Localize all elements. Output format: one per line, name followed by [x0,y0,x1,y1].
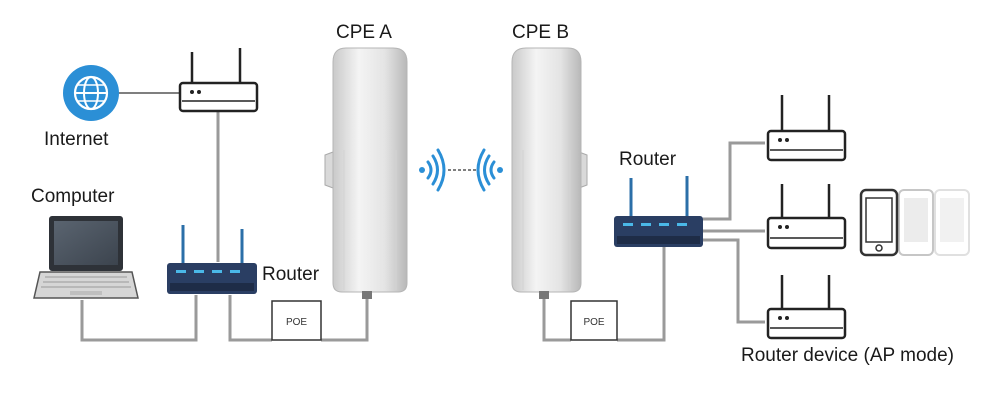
router-right-label: Router [619,149,677,170]
cpe-b-poe-cable [542,292,571,342]
internet-label: Internet [44,129,109,150]
wifi-signal-right-icon [476,148,503,192]
globe-icon [63,65,119,121]
cables [80,92,765,342]
router-devices-label: Router device (AP mode) [741,345,954,366]
computer-label: Computer [31,186,115,207]
cpe-a-device [324,47,408,299]
ap-cable-1 [703,141,765,221]
ap-router-icon [766,95,847,162]
internet-router-icon [178,48,259,113]
cpe-b-label: CPE B [512,22,570,43]
wifi-signal-left-icon [419,148,446,192]
router-left-label: Router [262,264,320,285]
ap-router-icon [766,275,847,340]
smartphone-icon [898,189,934,256]
smartphone-icon [859,188,899,257]
computer-cable [80,295,198,342]
switch-right-icon [614,176,703,247]
smartphone-icon [934,189,970,256]
switch-poe-cable [228,295,272,342]
poe-switch-cable [617,247,666,342]
poe-right-label: POE [583,317,604,328]
switch-left-icon [167,225,257,294]
cpe-a-label: CPE A [336,22,392,43]
cpe-b-device [511,47,588,299]
laptop-icon [33,216,139,299]
ap-cable-3 [703,238,765,324]
poe-box-right: POE [570,300,618,341]
ap-router-icon [766,184,847,250]
poe-box-left: POE [271,300,322,341]
poe-left-label: POE [286,317,307,328]
poe-cpe-a-cable [321,292,369,342]
